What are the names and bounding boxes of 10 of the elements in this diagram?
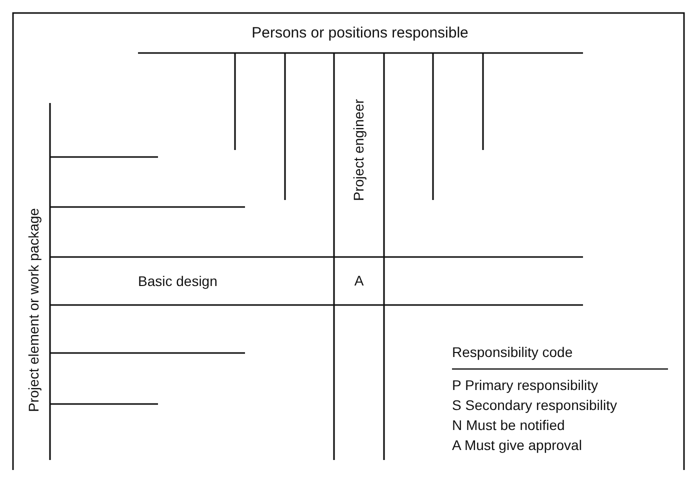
row-heading: Basic design	[138, 273, 218, 290]
legend-title: Responsibility code	[452, 344, 573, 361]
axis-title: Project element or work package	[26, 208, 42, 412]
column-heading: Project engineer	[350, 99, 368, 201]
legend-entry: S Secondary responsibility	[452, 397, 617, 414]
code-letter: A	[354, 272, 364, 290]
legend-entry: A Must give approval	[452, 437, 582, 454]
legend-entry: N Must be notified	[452, 417, 565, 434]
legend-entry: P Primary responsibility	[452, 377, 598, 394]
axis-title: Persons or positions responsible	[252, 24, 468, 42]
